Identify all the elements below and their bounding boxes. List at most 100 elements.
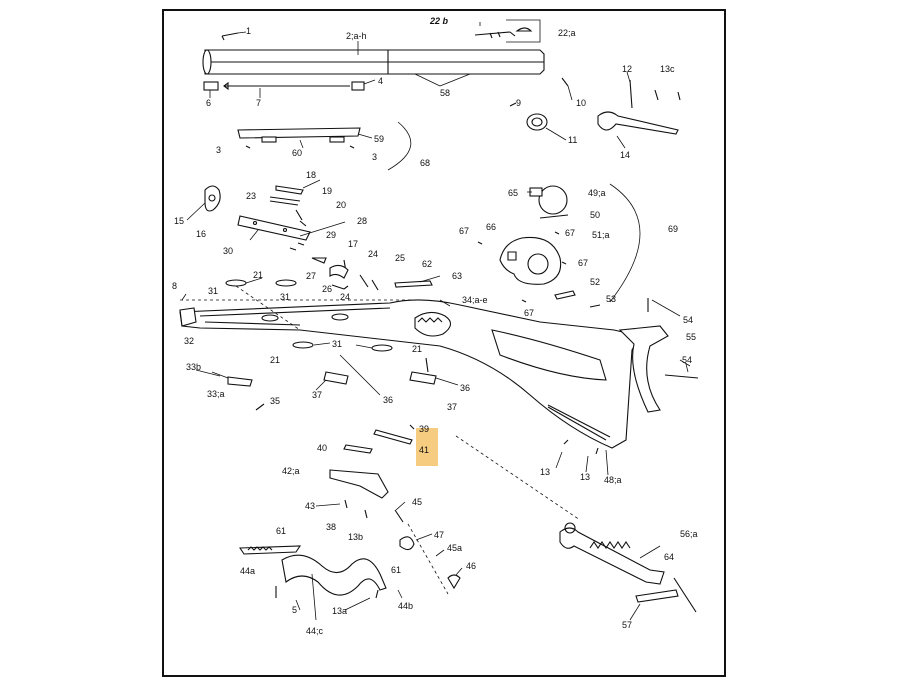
label-54b: 54 <box>682 355 692 365</box>
patchbox-assembly <box>477 183 641 308</box>
label-47: 47 <box>434 530 444 540</box>
label-19: 19 <box>322 186 332 196</box>
label-56a: 56;a <box>680 529 698 539</box>
label-24b: 24 <box>340 292 350 302</box>
label-8: 8 <box>172 281 177 291</box>
label-29: 29 <box>326 230 336 240</box>
label-61a: 61 <box>276 526 286 536</box>
part-22-rear-sight <box>474 19 541 43</box>
label-49a: 49;a <box>588 188 606 198</box>
label-67c: 67 <box>578 258 588 268</box>
label-21a: 21 <box>253 270 263 280</box>
label-63: 63 <box>452 271 462 281</box>
label-23: 23 <box>246 191 256 201</box>
stock <box>179 299 641 449</box>
label-42a: 42;a <box>282 466 300 476</box>
label-21c: 21 <box>412 344 422 354</box>
label-65: 65 <box>508 188 518 198</box>
label-64: 64 <box>664 552 674 562</box>
label-51a: 51;a <box>592 230 610 240</box>
label-43: 43 <box>305 501 315 511</box>
label-67a: 67 <box>459 226 469 236</box>
label-50: 50 <box>590 210 600 220</box>
label-52: 52 <box>590 277 600 287</box>
label-20: 20 <box>336 200 346 210</box>
label-leaders <box>181 293 691 621</box>
label-3a: 3 <box>216 145 221 155</box>
label-32: 32 <box>184 336 194 346</box>
label-33a: 33;a <box>207 389 225 399</box>
label-44a: 44a <box>240 566 255 576</box>
buttplate <box>618 298 699 413</box>
escutcheons <box>225 277 393 352</box>
label-48a: 48;a <box>604 475 622 485</box>
label-44c: 44;c <box>306 626 324 636</box>
label-66: 66 <box>486 222 496 232</box>
label-55: 55 <box>686 332 696 342</box>
label-69: 69 <box>668 224 678 234</box>
label-35: 35 <box>270 396 280 406</box>
part-59-tang-plate <box>237 121 412 171</box>
part-labels: 1 2;a-h 22 b 22;a 4 58 6 7 9 10 11 12 13… <box>172 16 698 636</box>
label-2ah: 2;a-h <box>346 31 367 41</box>
label-4: 4 <box>378 76 383 86</box>
label-22b: 22 b <box>429 16 449 26</box>
label-15: 15 <box>174 216 184 226</box>
label-5: 5 <box>292 605 297 615</box>
label-13a: 13 <box>540 467 550 477</box>
label-61b: 61 <box>391 565 401 575</box>
label-28: 28 <box>357 216 367 226</box>
label-37b: 37 <box>447 402 457 412</box>
label-44b: 44b <box>398 601 413 611</box>
label-46: 46 <box>466 561 476 571</box>
hammer-assembly <box>311 257 441 291</box>
trigger-assembly <box>329 404 611 551</box>
label-18: 18 <box>306 170 316 180</box>
label-7: 7 <box>256 98 261 108</box>
forend-parts <box>211 354 459 411</box>
label-59: 59 <box>374 134 384 144</box>
lock-internal-parts <box>186 179 346 251</box>
label-68: 68 <box>420 158 430 168</box>
label-67b: 67 <box>565 228 575 238</box>
label-6: 6 <box>206 98 211 108</box>
label-67d: 67 <box>524 308 534 318</box>
label-13bb: 13b <box>348 532 363 542</box>
sideplate-44 <box>238 545 403 621</box>
label-37a: 37 <box>312 390 322 400</box>
label-40: 40 <box>317 443 327 453</box>
label-62: 62 <box>422 259 432 269</box>
part-1-screw <box>221 31 247 41</box>
barrel <box>202 41 545 87</box>
label-34ae: 34;a-e <box>462 295 488 305</box>
label-30: 30 <box>223 246 233 256</box>
label-22a: 22;a <box>558 28 576 38</box>
label-9: 9 <box>516 98 521 108</box>
lock-parts-upper <box>509 71 681 149</box>
label-31b: 31 <box>280 292 290 302</box>
label-1: 1 <box>246 26 251 36</box>
label-26: 26 <box>322 284 332 294</box>
label-10: 10 <box>576 98 586 108</box>
label-31a: 31 <box>208 286 218 296</box>
label-14: 14 <box>620 150 630 160</box>
label-3b: 3 <box>372 152 377 162</box>
label-13aa: 13a <box>332 606 347 616</box>
label-36a: 36 <box>383 395 393 405</box>
label-13c: 13c <box>660 64 675 74</box>
label-24a: 24 <box>368 249 378 259</box>
label-25: 25 <box>395 253 405 263</box>
label-53: 53 <box>606 294 616 304</box>
label-45a: 45a <box>447 543 462 553</box>
label-21b: 21 <box>270 355 280 365</box>
label-27: 27 <box>306 271 316 281</box>
label-58: 58 <box>440 88 450 98</box>
label-17: 17 <box>348 239 358 249</box>
label-60: 60 <box>292 148 302 158</box>
label-33b: 33b <box>186 362 201 372</box>
label-31c: 31 <box>332 339 342 349</box>
trigger-guard-56 <box>559 522 697 613</box>
label-13b: 13 <box>580 472 590 482</box>
label-36b: 36 <box>460 383 470 393</box>
